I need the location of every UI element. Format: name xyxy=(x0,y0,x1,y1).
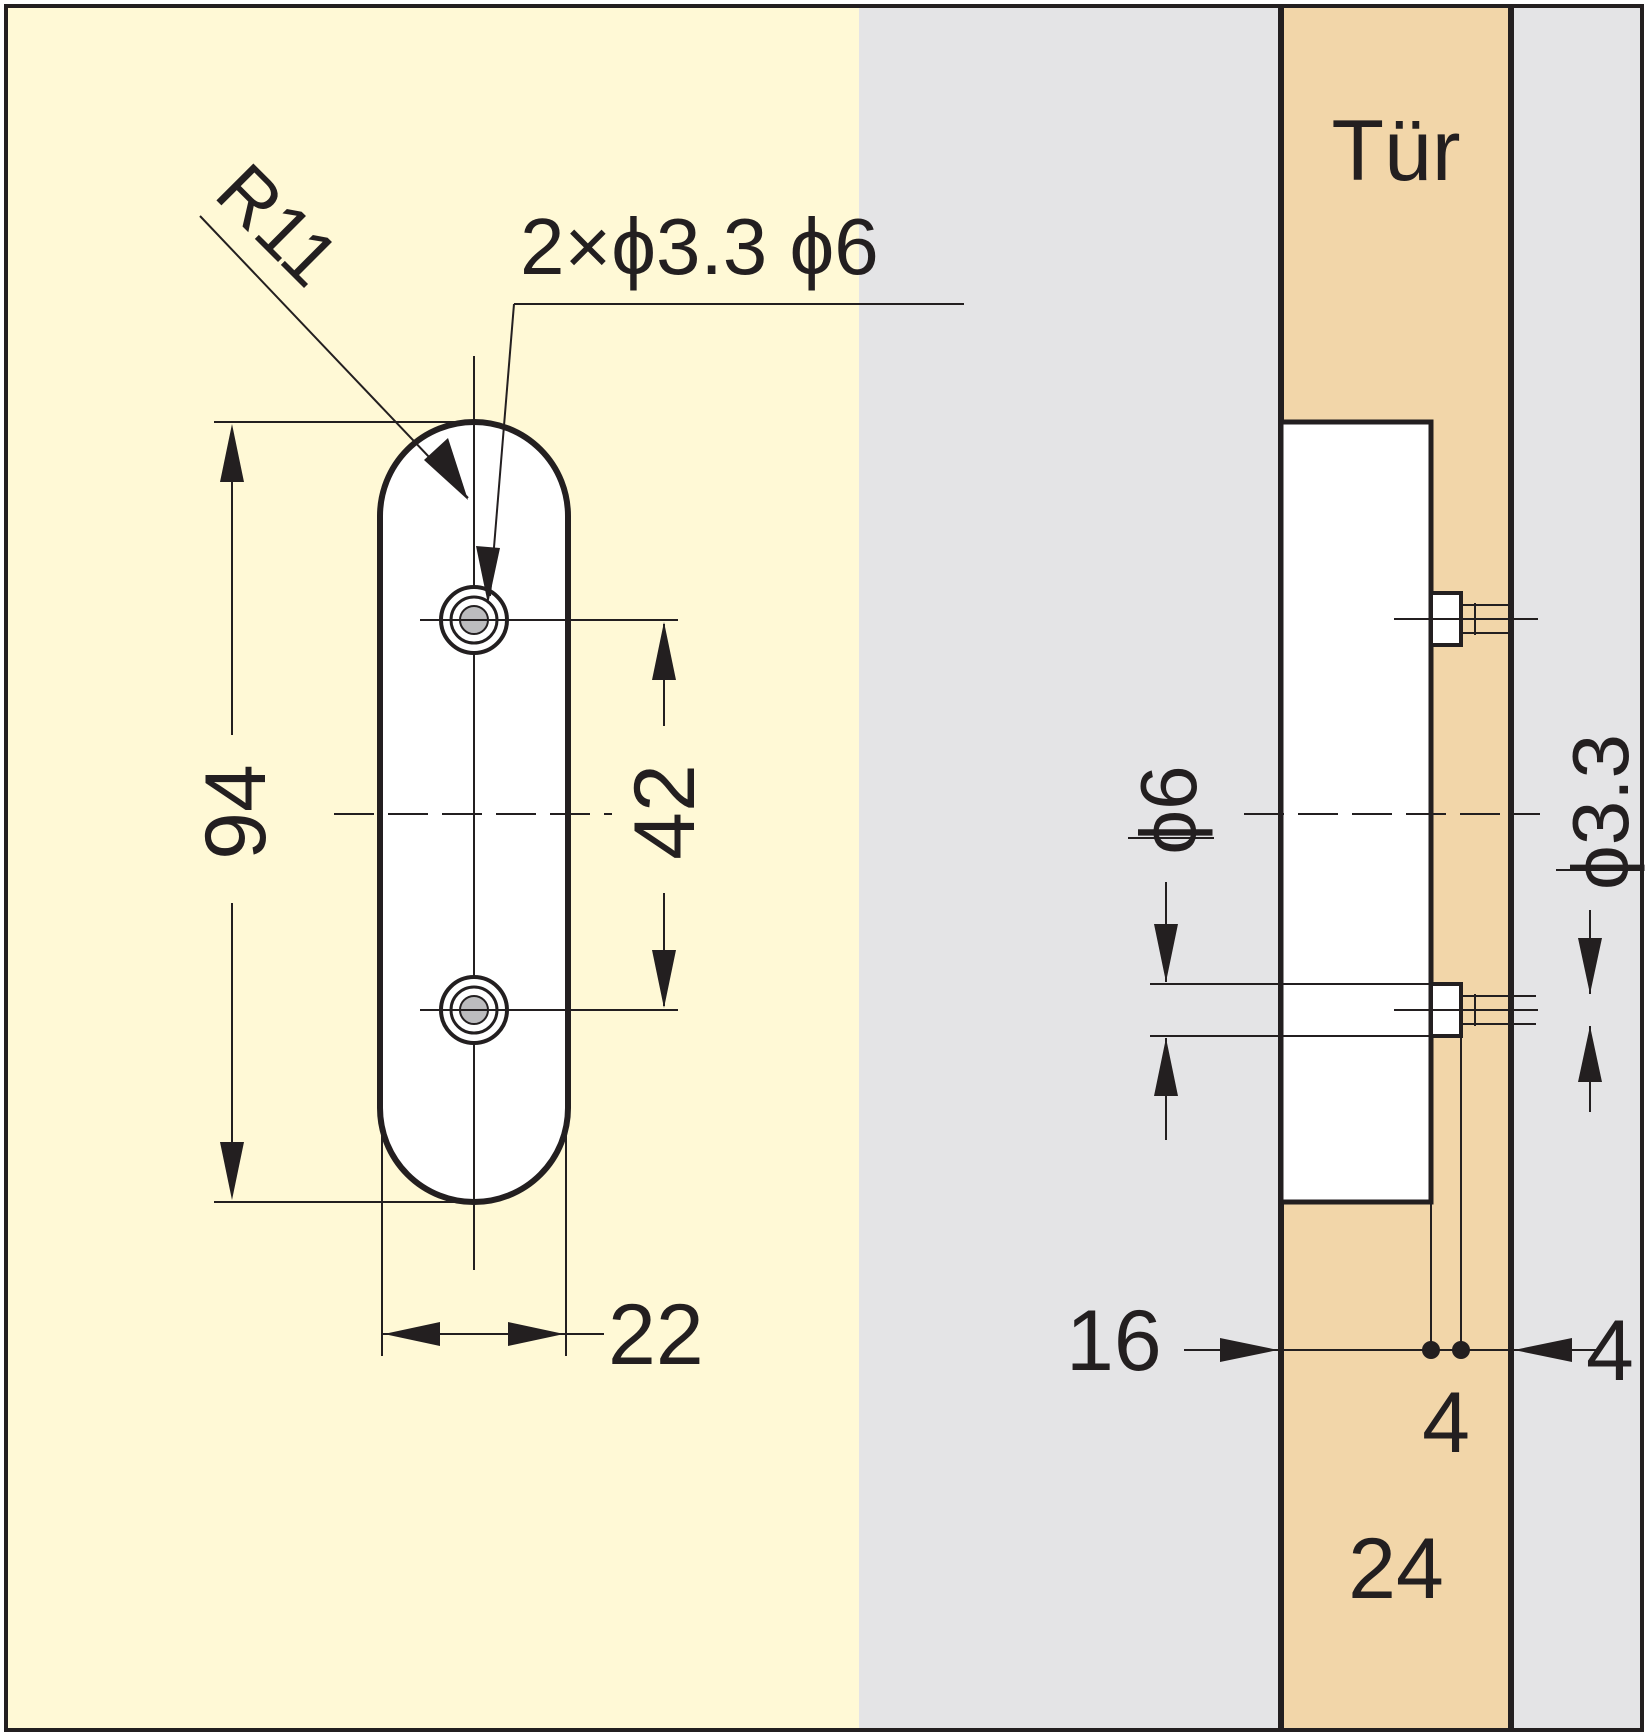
screw-head-dot-right xyxy=(1452,1341,1470,1359)
height-dimension-label: 94 xyxy=(188,764,284,860)
counterbore-label: ϕ6 xyxy=(1124,765,1213,854)
height-arrow-down xyxy=(220,1142,244,1200)
radius-leader xyxy=(199,215,469,499)
width-dimension-label: 22 xyxy=(608,1287,704,1383)
width-arrow-right xyxy=(508,1322,564,1346)
screw-head-dot-left xyxy=(1422,1341,1440,1359)
hole-callout-arrow xyxy=(476,546,500,604)
screw-hole-label: ϕ3.3 xyxy=(1556,734,1645,890)
width-arrow-left xyxy=(384,1322,440,1346)
radius-arrow xyxy=(424,438,468,500)
spacing-arrow-down xyxy=(652,950,676,1008)
drawing-frame xyxy=(4,4,1644,1732)
hole-callout-label: 2×ϕ3.3 ϕ6 xyxy=(520,202,879,291)
door-label: Tür xyxy=(1332,103,1461,199)
spacing-dimension-label: 42 xyxy=(617,764,713,860)
counterbore-arrow-up xyxy=(1154,1038,1178,1096)
hole-arrow-up xyxy=(1578,1026,1602,1082)
offset-right-arrow xyxy=(1514,1338,1572,1362)
counterbore-arrow-down xyxy=(1154,924,1178,982)
right-offset-label: 4 xyxy=(1586,1303,1634,1399)
hole-callout-leader xyxy=(489,303,515,597)
hole-arrow-down xyxy=(1578,938,1602,994)
height-arrow-up xyxy=(220,424,244,482)
door-thickness-label: 24 xyxy=(1348,1521,1444,1617)
left-offset-label: 16 xyxy=(1066,1293,1162,1389)
catch-body-section xyxy=(1278,419,1434,1205)
screw-head-label: 4 xyxy=(1422,1375,1470,1471)
spacing-arrow-up xyxy=(652,622,676,680)
offset-left-arrow xyxy=(1220,1338,1278,1362)
side-view-panel xyxy=(859,6,1642,1730)
